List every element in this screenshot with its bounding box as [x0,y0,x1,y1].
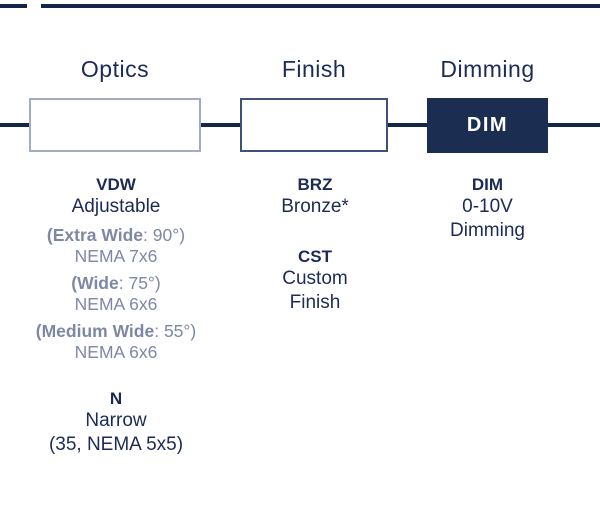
optics-code-n: N [109,389,123,408]
optics-variant-extra-wide-value: : 90°) [143,225,186,245]
top-rule-right-segment [41,4,600,8]
dimming-options-column: DIM 0-10V Dimming [417,176,558,242]
optics-narrow-detail: (35, NEMA 5x5) [48,434,184,455]
finish-name-custom-line2: Finish [289,292,341,313]
finish-code-brz: BRZ [297,175,333,194]
optics-variant-wide-value: : 75°) [118,273,161,293]
optics-variant-extra-wide: (Extra Wide: 90°) [8,226,224,245]
optics-code-vdw: VDW [96,175,136,194]
finish-code-box [240,98,388,152]
dimming-name-line1: 0-10V [462,196,513,217]
optics-options-column: VDW Adjustable (Extra Wide: 90°) NEMA 7x… [8,176,224,456]
optics-name-narrow: Narrow [85,410,147,431]
optics-variant-extra-wide-nema: NEMA 7x6 [74,246,158,266]
optics-variant-wide: (Wide: 75°) [8,274,224,293]
optics-variant-medium-wide-label: (Medium Wide [35,321,155,341]
column-header-optics: Optics [80,56,150,82]
optics-variant-extra-wide-label: (Extra Wide [46,225,144,245]
finish-name-custom-line1: Custom [282,268,348,289]
optics-variant-wide-nema: NEMA 6x6 [74,294,158,314]
optics-variant-medium-wide-value: : 55°) [154,321,197,341]
dimming-code-box: DIM [427,98,548,153]
optics-code-box [29,98,201,152]
top-rule-left-segment [0,4,27,8]
column-header-finish: Finish [281,56,347,82]
optics-variant-medium-wide: (Medium Wide: 55°) [8,322,224,341]
dimming-code-dim: DIM [471,175,504,194]
finish-name-bronze: Bronze* [281,196,349,217]
optics-variant-wide-label: (Wide [71,273,119,293]
finish-options-column: BRZ Bronze* CST Custom Finish [241,176,389,314]
dimming-name-line2: Dimming [450,220,525,241]
column-header-dimming: Dimming [440,56,535,82]
optics-name-adjustable: Adjustable [71,196,161,217]
dimming-code-box-label: DIM [466,114,509,136]
finish-code-cst: CST [298,247,332,266]
optics-variant-medium-wide-nema: NEMA 6x6 [74,342,158,362]
